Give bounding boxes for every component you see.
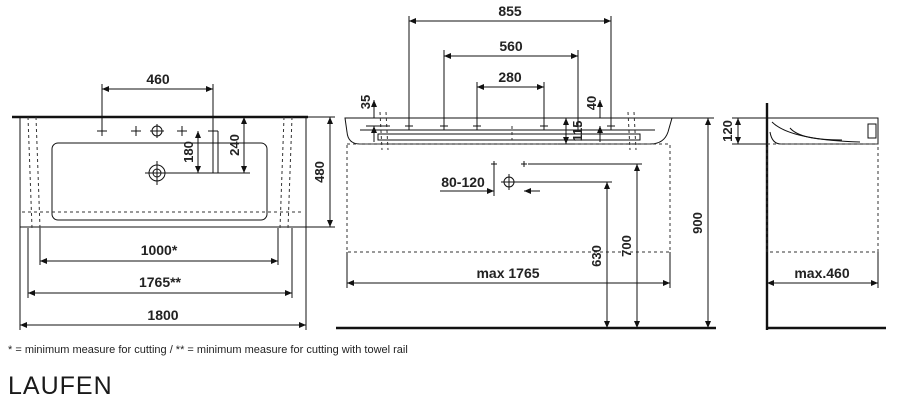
dim-35: 35	[358, 95, 373, 109]
top-view: 460 180 240 480 1000* 1765** 1800	[12, 71, 335, 330]
dim-1800: 1800	[147, 307, 178, 323]
dim-115: 115	[570, 121, 585, 142]
side-view: 120 max.460	[720, 103, 886, 330]
dim-900: 900	[690, 212, 705, 234]
dim-630: 630	[589, 245, 604, 267]
dim-480: 480	[312, 161, 327, 183]
dim-80-120: 80-120	[441, 174, 485, 190]
brand-logo: LAUFEN	[8, 372, 113, 400]
dim-280: 280	[498, 69, 522, 85]
dim-max-460: max.460	[794, 265, 849, 281]
dim-180: 180	[181, 141, 196, 163]
dim-1000: 1000*	[141, 242, 178, 258]
front-view: 855 560 280 35 40 115 80-120	[336, 3, 716, 330]
technical-drawing: 460 180 240 480 1000* 1765** 1800	[12, 3, 886, 330]
dim-120: 120	[720, 120, 735, 142]
dim-855: 855	[498, 3, 522, 19]
dim-460-top: 460	[146, 71, 170, 87]
dim-240: 240	[227, 134, 242, 156]
dim-40: 40	[584, 96, 599, 110]
footnote: * = minimum measure for cutting / ** = m…	[8, 344, 408, 356]
dim-700: 700	[619, 235, 634, 257]
tap-hole-markers	[97, 124, 218, 138]
dim-560: 560	[499, 38, 523, 54]
dim-1765: 1765**	[139, 274, 182, 290]
dim-max-1765: max 1765	[476, 265, 539, 281]
